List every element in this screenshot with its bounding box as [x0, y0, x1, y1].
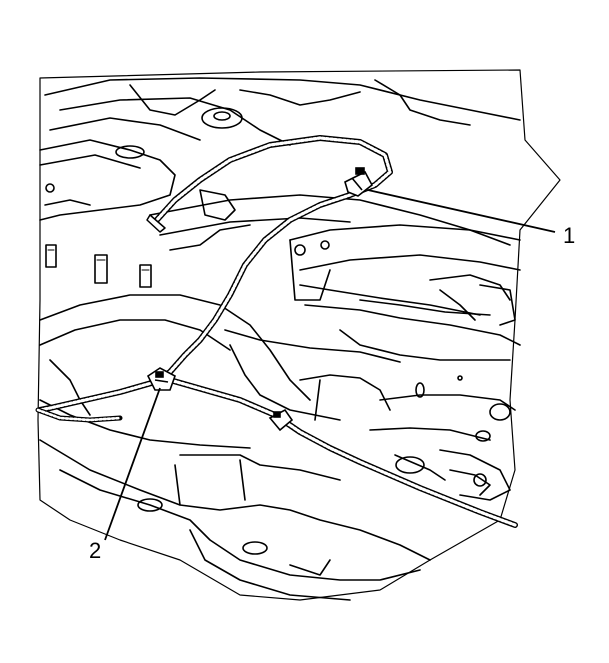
harness-connector-end [146, 214, 166, 233]
frame-hole [489, 403, 511, 421]
callout-2-label: 2 [89, 538, 101, 563]
floor-drain-hole [137, 498, 163, 512]
floor-drain-hole [242, 541, 268, 555]
tunnel [39, 294, 311, 401]
floor-slot [45, 244, 57, 268]
floor-slot [139, 264, 152, 288]
vehicle-underbody-artwork [37, 69, 561, 601]
frame-hole [415, 382, 425, 398]
harness-retainer-clip-2 [146, 367, 176, 391]
frame-hole [395, 456, 425, 474]
frame-hole [475, 430, 491, 442]
leader-line-1 [367, 189, 556, 233]
harness-clip-lower [268, 408, 294, 432]
left-tube [39, 139, 176, 221]
harness-main-conduit [37, 135, 393, 413]
leader-line-2 [104, 387, 161, 541]
upper-mount-pad [201, 107, 243, 129]
retainer-clips [146, 167, 374, 432]
floor-slot [94, 254, 108, 284]
upper-crossmember [44, 77, 521, 121]
harness-retainer-clip-1 [344, 167, 374, 197]
lower-floor-pan [39, 439, 431, 561]
right-frame-rail [289, 224, 521, 241]
callout-1-label: 1 [563, 223, 575, 248]
leader-lines [104, 189, 556, 541]
